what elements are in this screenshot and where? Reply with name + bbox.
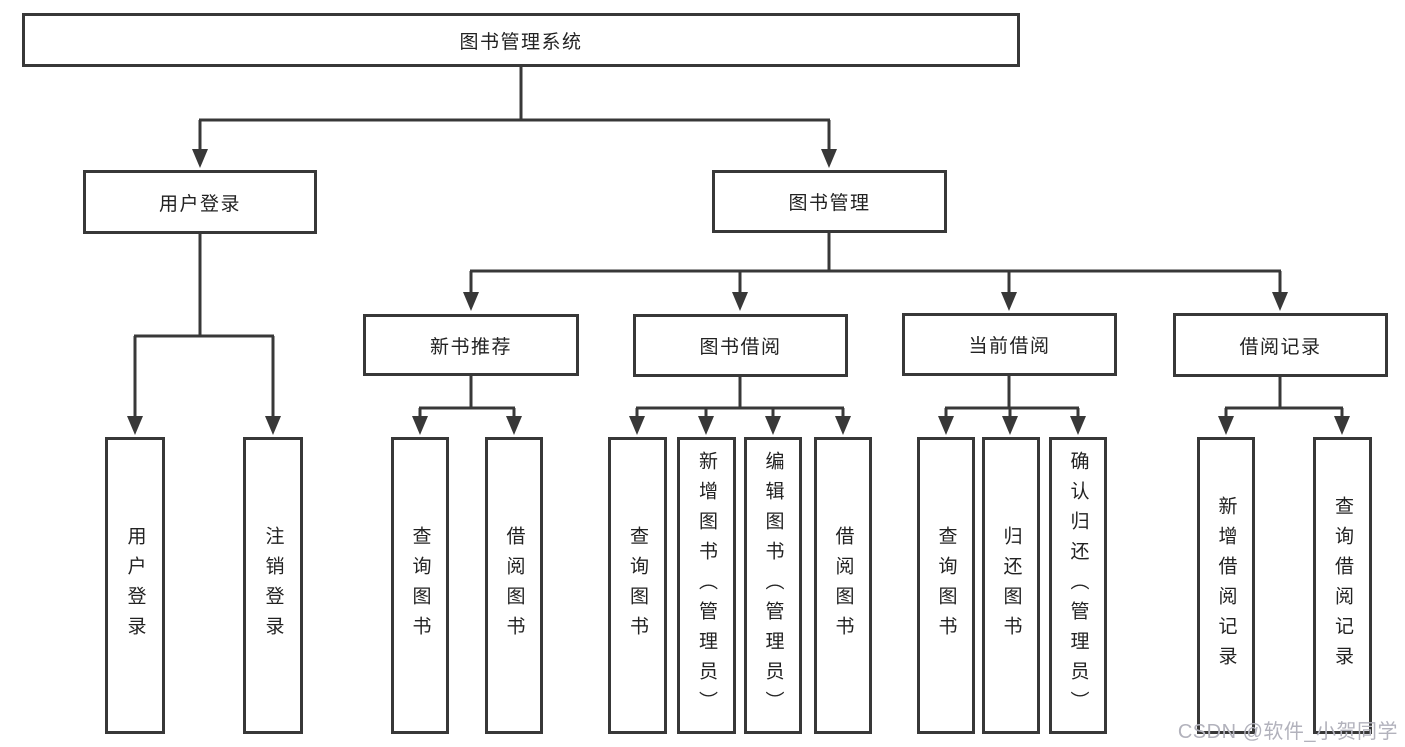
leaf-query-books-current: 查询图书 bbox=[917, 437, 975, 734]
node-current-borrowing-label: 当前借阅 bbox=[968, 336, 1051, 357]
leaf-borrow-books-recommend: 借阅图书 bbox=[485, 437, 543, 734]
node-book-management-label: 图书管理 bbox=[788, 193, 871, 214]
leaf-query-books-current-label: 查询图书 bbox=[935, 525, 957, 646]
leaf-query-books-recommend-label: 查询图书 bbox=[409, 525, 431, 646]
leaf-add-book-admin-label: 新增图书（管理员） bbox=[696, 450, 717, 721]
node-book-borrowing-label: 图书借阅 bbox=[699, 337, 782, 358]
leaf-add-book-admin: 新增图书（管理员） bbox=[677, 437, 736, 734]
leaf-confirm-return-admin: 确认归还（管理员） bbox=[1049, 437, 1107, 734]
leaf-edit-book-admin-label: 编辑图书（管理员） bbox=[762, 450, 784, 721]
node-borrowing-records-label: 借阅记录 bbox=[1239, 336, 1322, 358]
node-new-book-recommend-label: 新书推荐 bbox=[429, 336, 512, 358]
leaf-query-books-recommend: 查询图书 bbox=[391, 437, 449, 734]
csdn-watermark: CSDN @软件_小贺同学 bbox=[1177, 721, 1398, 743]
leaf-query-borrow-record-label: 查询借阅记录 bbox=[1332, 495, 1353, 676]
leaf-edit-book-admin: 编辑图书（管理员） bbox=[744, 437, 802, 734]
leaf-confirm-return-admin-label: 确认归还（管理员） bbox=[1067, 450, 1089, 721]
leaf-borrow-books-recommend-label: 借阅图书 bbox=[503, 525, 525, 646]
leaf-borrow-books-borrowing-label: 借阅图书 bbox=[832, 525, 854, 646]
node-book-borrowing: 图书借阅 bbox=[633, 314, 848, 377]
leaf-logout-label: 注销登录 bbox=[262, 525, 284, 646]
tree-edges bbox=[133, 67, 1344, 421]
leaf-add-borrow-record: 新增借阅记录 bbox=[1197, 437, 1255, 734]
leaf-query-borrow-record: 查询借阅记录 bbox=[1313, 437, 1372, 734]
leaf-user-login-label: 用户登录 bbox=[124, 525, 146, 646]
node-borrowing-records: 借阅记录 bbox=[1173, 313, 1388, 377]
arrowheads bbox=[127, 149, 1350, 435]
leaf-logout: 注销登录 bbox=[243, 437, 303, 734]
leaf-borrow-books-borrowing: 借阅图书 bbox=[814, 437, 872, 734]
leaf-return-books: 归还图书 bbox=[982, 437, 1040, 734]
node-current-borrowing: 当前借阅 bbox=[902, 313, 1117, 376]
node-new-book-recommend: 新书推荐 bbox=[363, 314, 579, 376]
root-node: 图书管理系统 bbox=[22, 13, 1020, 67]
leaf-return-books-label: 归还图书 bbox=[1000, 525, 1022, 646]
leaf-user-login: 用户登录 bbox=[105, 437, 165, 734]
root-node-label: 图书管理系统 bbox=[459, 31, 583, 53]
leaf-query-books-borrowing-label: 查询图书 bbox=[627, 525, 648, 646]
node-book-management: 图书管理 bbox=[712, 170, 947, 233]
leaf-query-books-borrowing: 查询图书 bbox=[608, 437, 667, 734]
node-user-login-label: 用户登录 bbox=[158, 193, 241, 215]
leaf-add-borrow-record-label: 新增借阅记录 bbox=[1215, 495, 1237, 676]
node-user-login: 用户登录 bbox=[83, 170, 317, 234]
